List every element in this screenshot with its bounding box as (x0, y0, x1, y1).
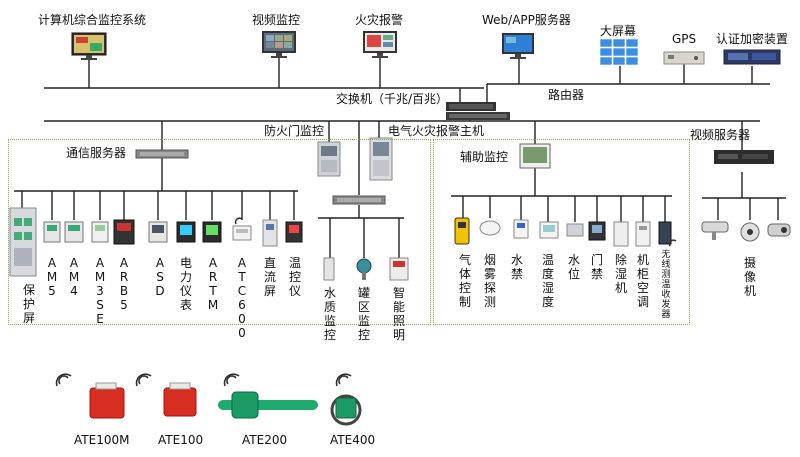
ate200-sensor-icon (218, 391, 318, 419)
electric-fire-label: 电气火灾报警主机 (388, 124, 485, 138)
video-monitor-icon (262, 31, 296, 58)
tank-monitor-icon (356, 258, 372, 280)
comm-device-label-atc600: ATC600 (237, 256, 247, 340)
asd-device-icon (148, 221, 168, 243)
aux-device-label-wireless-receiver: 无线测温收发器 (661, 250, 671, 320)
comm-device-label-power-meter: 电力仪表 (179, 256, 192, 312)
aux-device-label-access: 门禁 (590, 253, 603, 281)
arb5-device-icon (113, 219, 135, 245)
ptz-camera-icon (767, 223, 791, 237)
protection-panel-icon (9, 207, 37, 277)
fire-host-server-icon (332, 195, 386, 205)
aux-monitor-label: 辅助监控 (460, 150, 509, 164)
fire-door-cabinet-icon (317, 141, 341, 177)
computer-monitor-icon (71, 32, 107, 60)
video-server-icon (714, 150, 774, 164)
computer-system-label: 计算机综合监控系统 (38, 13, 147, 27)
comm-server-zone (8, 139, 431, 325)
gps-label: GPS (672, 32, 697, 46)
switch-label: 交换机（千兆/百兆） (336, 92, 449, 106)
router-icon (446, 112, 510, 120)
sensor-label-ate200: ATE200 (242, 433, 288, 447)
fire-alarm-label: 火灾报警 (355, 13, 404, 27)
electric-fire-host-icon (369, 137, 393, 181)
aux-device-label-gas: 气体控制 (458, 253, 471, 309)
comm-device-label-am4: AM4 (68, 256, 80, 298)
gps-device-icon (663, 51, 705, 65)
fire-device-label-lighting: 智能照明 (392, 286, 405, 342)
dc-panel-icon (262, 219, 278, 247)
smart-lighting-icon (389, 257, 409, 281)
wifi-icon-group (55, 217, 677, 387)
encryption-device-icon (723, 49, 781, 65)
fire-alarm-monitor-icon (363, 31, 397, 58)
fire-door-label: 防火门监控 (264, 124, 325, 138)
water-sensor-icon (513, 219, 529, 239)
ate100m-sensor-icon (89, 382, 125, 419)
comm-device-label-am5: AM5 (46, 256, 58, 298)
am3se-device-icon (91, 221, 109, 243)
comm-device-label-artm: ARTM (207, 256, 219, 312)
dome-camera-icon (740, 222, 760, 242)
router-label: 路由器 (548, 88, 585, 102)
aux-device-label-temp-humidity: 温度湿度 (541, 253, 554, 309)
aux-monitor-zone (433, 139, 690, 325)
power-meter-icon (176, 221, 196, 243)
comm-device-label-am3se: AM3SE (94, 256, 106, 326)
am4-device-icon (64, 221, 84, 243)
wireless-receiver-icon (658, 221, 672, 245)
fire-device-label-tank: 罐区监控 (357, 286, 370, 342)
atc600-device-icon (232, 225, 252, 241)
aux-device-label-smoke: 烟雾探测 (483, 253, 496, 309)
aux-device-label-water-level: 水位 (567, 253, 580, 281)
comm-server-icon (135, 149, 189, 159)
water-quality-icon (323, 257, 335, 281)
aux-device-label-dehumidifier: 除湿机 (614, 253, 627, 295)
bullet-camera-icon (701, 221, 729, 240)
temp-humidity-icon (539, 221, 559, 239)
am5-device-icon (43, 221, 61, 243)
web-server-monitor-icon (502, 33, 534, 59)
artm-device-icon (202, 221, 222, 243)
sensor-label-ate400: ATE400 (330, 433, 376, 447)
switch-icon (446, 102, 496, 111)
water-level-icon (566, 223, 584, 237)
gas-detector-icon (454, 217, 470, 245)
comm-device-label-temp-controller: 温控仪 (288, 256, 301, 298)
dehumidifier-icon (613, 221, 629, 247)
temp-controller-icon (285, 221, 303, 243)
comm-device-label-arb5: ARB5 (119, 256, 129, 312)
comm-device-label-asd: ASD (155, 256, 165, 298)
smoke-detector-icon (479, 220, 501, 236)
access-control-icon (588, 221, 606, 241)
big-screen-icon (599, 38, 639, 66)
aux-monitor-panel-icon (519, 143, 551, 169)
ate400-sensor-icon (330, 394, 362, 426)
big-screen-label: 大屏幕 (600, 24, 637, 38)
sensor-label-ate100: ATE100 (158, 433, 204, 447)
comm-device-label-protection-panel: 保护屏 (22, 283, 35, 325)
comm-server-label: 通信服务器 (66, 146, 127, 160)
web-app-server-label: Web/APP服务器 (482, 13, 571, 27)
ate100-sensor-icon (163, 382, 197, 417)
video-server-label: 视频服务器 (690, 128, 751, 142)
encryption-label: 认证加密装置 (716, 32, 789, 46)
video-monitor-label: 视频监控 (252, 13, 301, 27)
cabinet-ac-icon (635, 221, 651, 247)
comm-device-label-dc-panel: 直流屏 (263, 256, 276, 298)
aux-device-label-cabinet-ac: 机柜空调 (636, 253, 649, 309)
sensor-label-ate100m: ATE100M (74, 433, 130, 447)
video-device-label-camera: 摄像机 (743, 256, 756, 298)
aux-device-label-water: 水禁 (510, 253, 523, 281)
fire-device-label-water-quality: 水质监控 (323, 286, 336, 342)
